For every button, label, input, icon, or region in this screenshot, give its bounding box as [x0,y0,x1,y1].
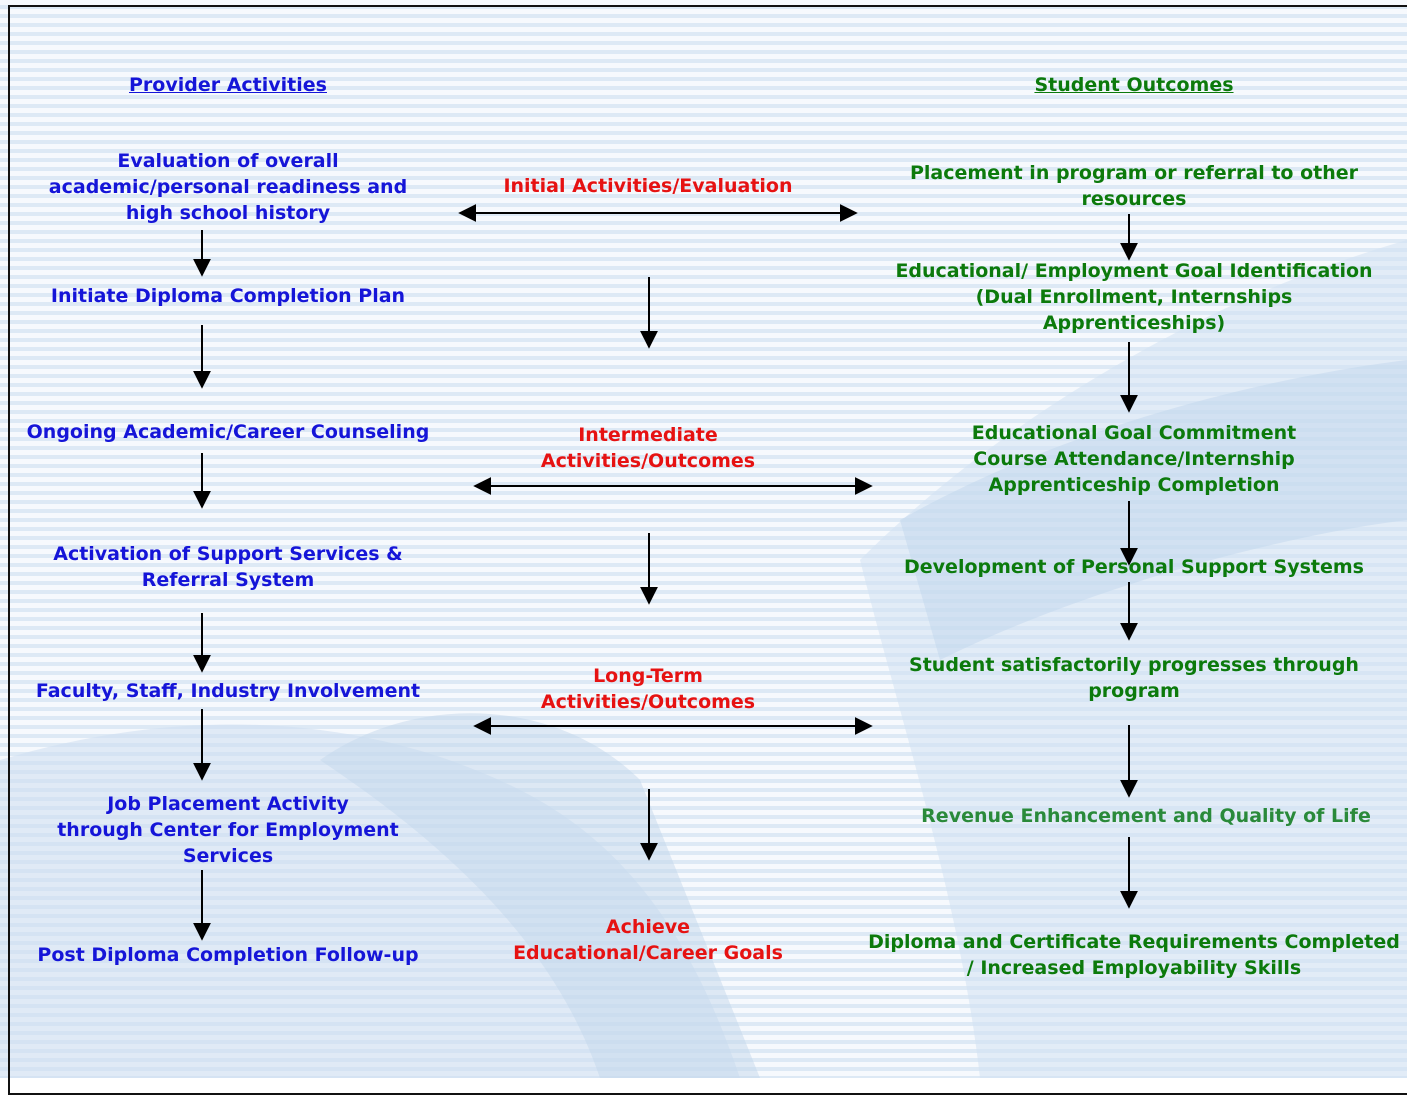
phase-achieve-goals: Achieve Educational/Career Goals [513,916,783,964]
phase-initial: Initial Activities/Evaluation [503,175,793,197]
student-outcomes-header: Student Outcomes [1034,74,1234,96]
phase-intermediate: Intermediate Activities/Outcomes [540,424,756,472]
provider-activities-header: Provider Activities [129,74,327,96]
provider-step-support-services: Activation of Support Services & Referra… [53,543,403,591]
outcome-personal-support: Development of Personal Support Systems [904,556,1364,578]
outcome-goal-identification: Educational/ Employment Goal Identificat… [895,260,1373,334]
provider-step-evaluation: Evaluation of overall academic/personal … [48,150,408,224]
provider-step-involvement: Faculty, Staff, Industry Involvement [35,680,421,702]
provider-step-job-placement: Job Placement Activity through Center fo… [57,793,399,867]
outcome-progresses: Student satisfactorily progresses throug… [909,654,1359,702]
outcome-goal-commitment: Educational Goal Commitment Course Atten… [971,422,1297,496]
provider-step-diploma-plan: Initiate Diploma Completion Plan [50,285,406,307]
outcome-revenue: Revenue Enhancement and Quality of Life [921,805,1371,827]
provider-step-counseling: Ongoing Academic/Career Counseling [26,421,430,443]
phase-long-term: Long-Term Activities/Outcomes [540,665,756,713]
outcome-placement: Placement in program or referral to othe… [909,162,1358,210]
outcome-diploma-completed: Diploma and Certificate Requirements Com… [868,931,1400,979]
provider-step-follow-up: Post Diploma Completion Follow-up [37,944,419,966]
